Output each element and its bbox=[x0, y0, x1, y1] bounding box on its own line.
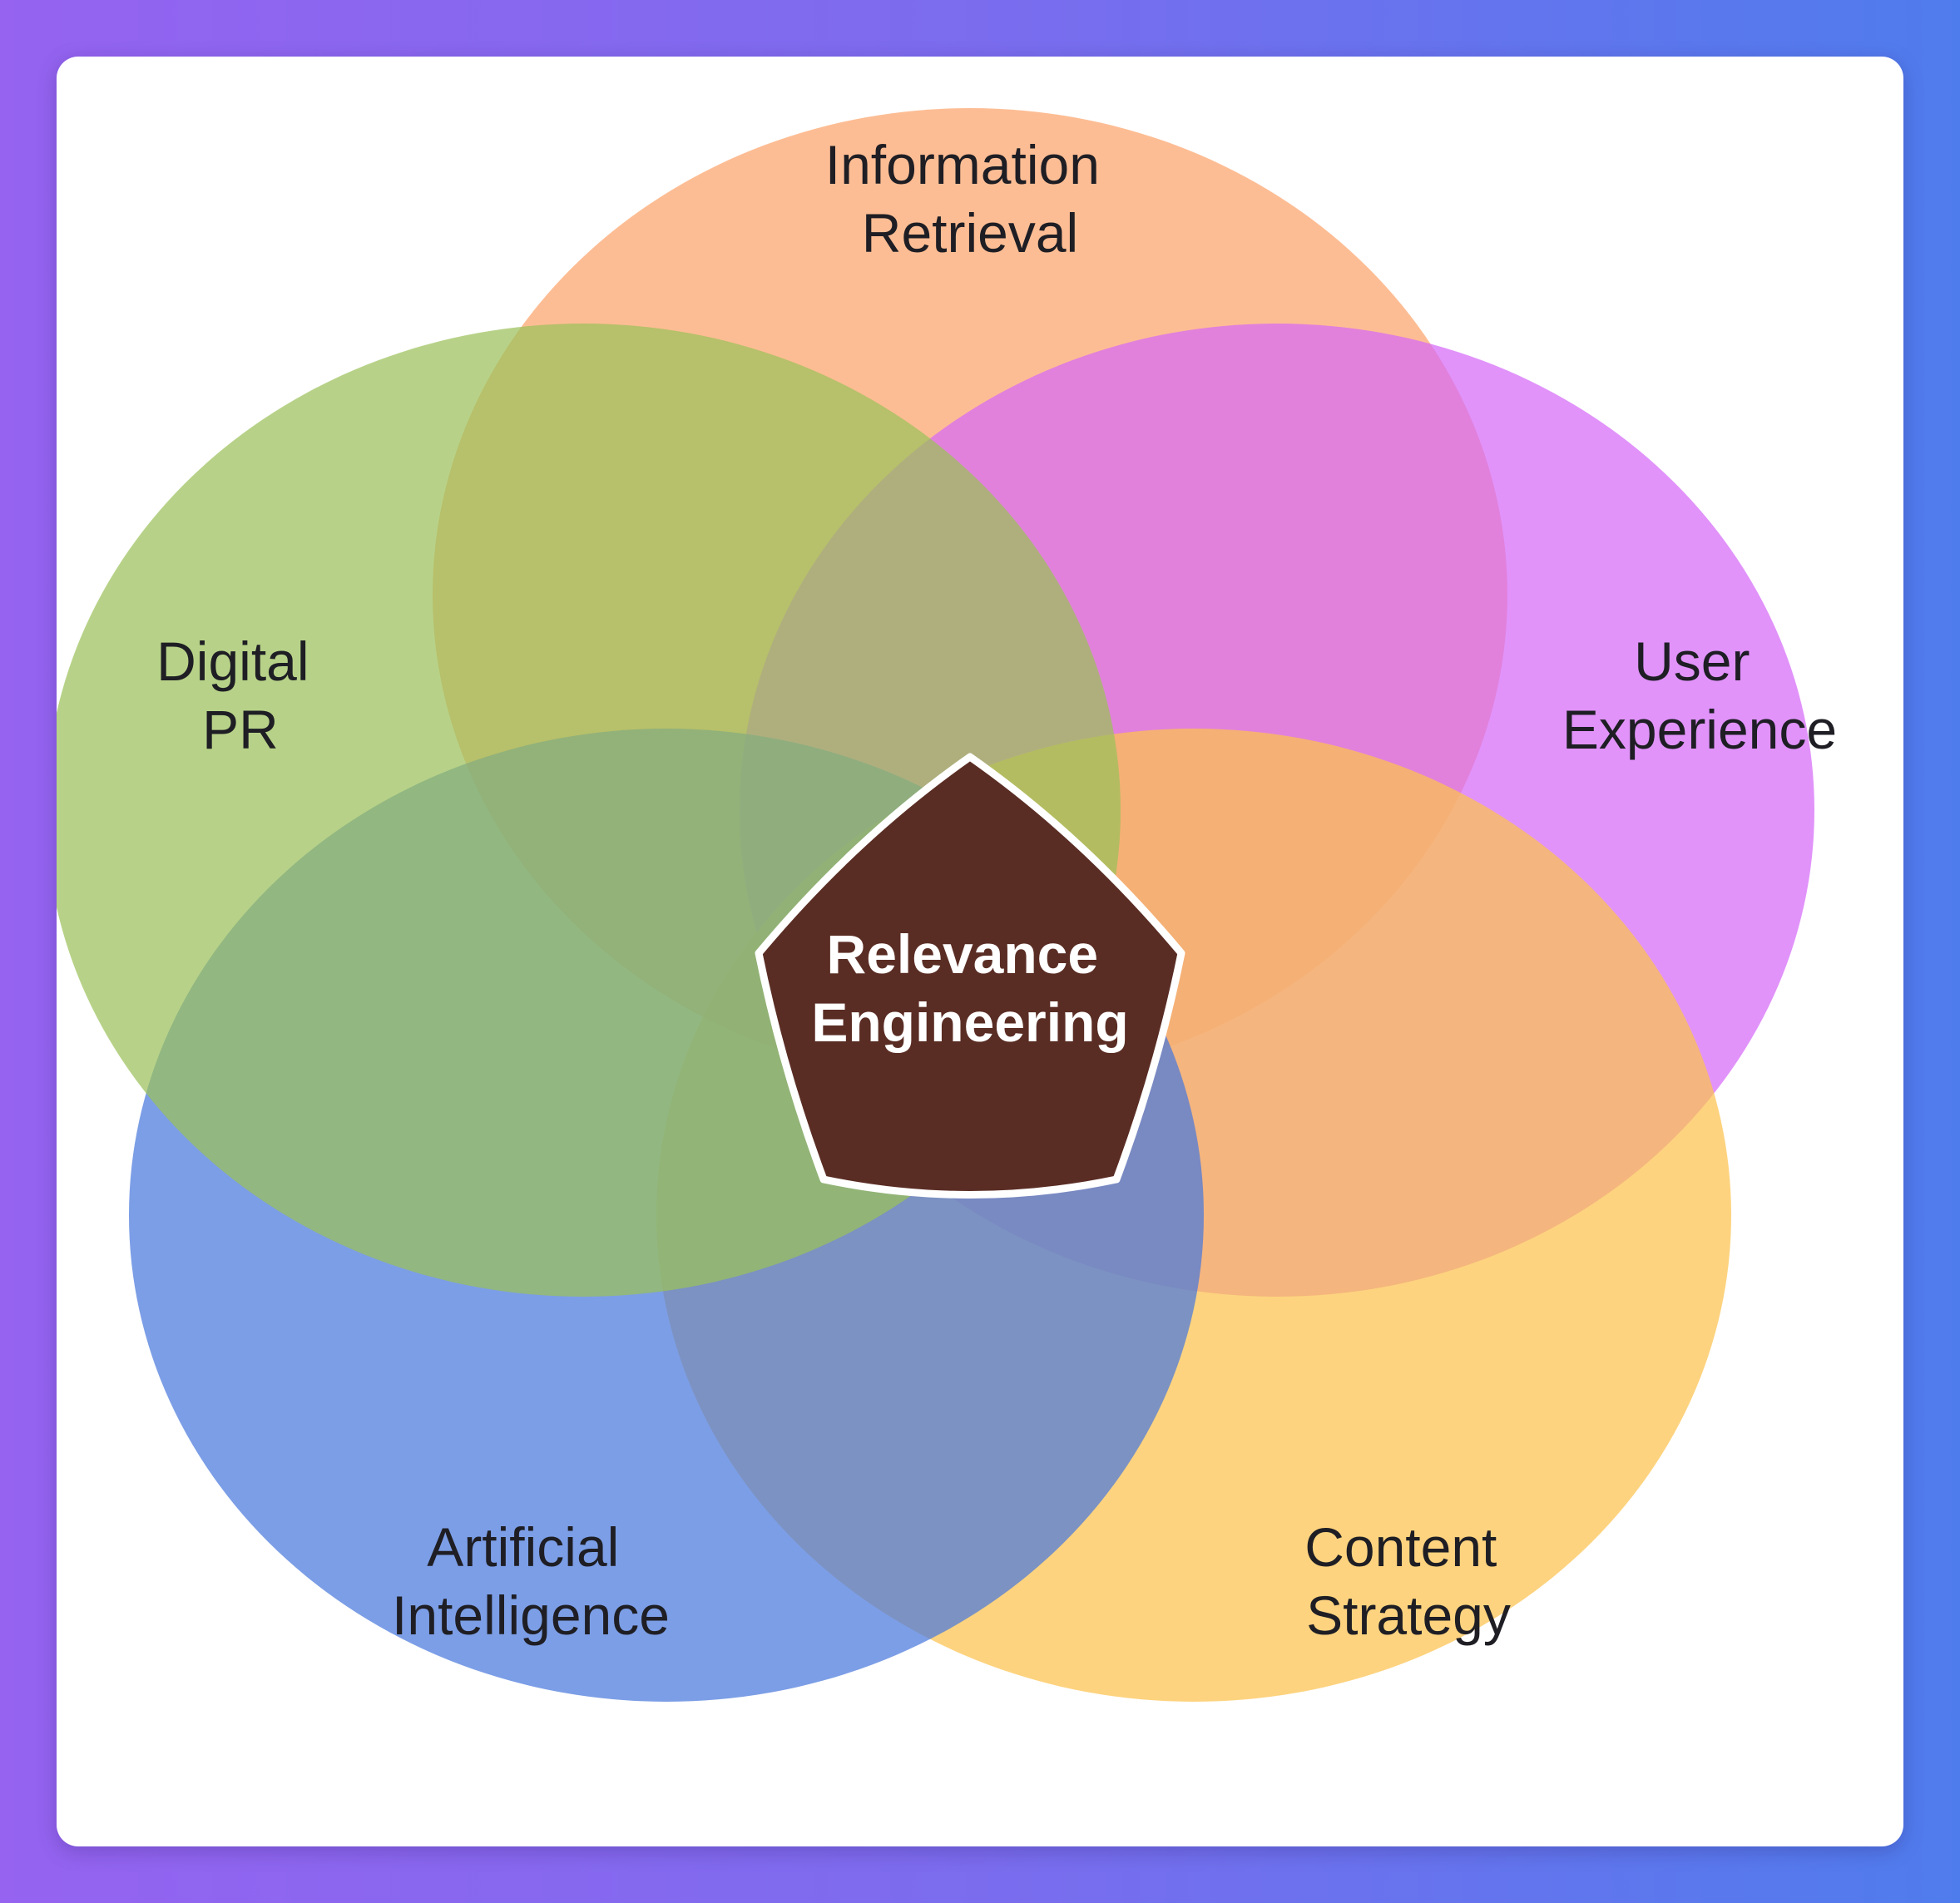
center-pentagon bbox=[755, 753, 1185, 1199]
label-line: Intelligence bbox=[392, 1584, 670, 1646]
label-line: Strategy bbox=[1306, 1584, 1511, 1646]
label-line: Information bbox=[825, 134, 1100, 195]
label-artificial-intelligence: Artificial Intelligence bbox=[392, 1516, 670, 1646]
label-line: PR bbox=[202, 699, 279, 760]
label-digital-pr: Digital PR bbox=[156, 630, 324, 760]
label-line: Content bbox=[1304, 1516, 1497, 1578]
venn-circles bbox=[57, 108, 1814, 1702]
label-line: User bbox=[1634, 630, 1750, 692]
label-content-strategy: Content Strategy bbox=[1304, 1516, 1512, 1646]
label-information-retrieval: Information Retrieval bbox=[825, 134, 1116, 264]
label-line: Artificial bbox=[427, 1516, 619, 1578]
label-line: Digital bbox=[156, 630, 309, 692]
label-line: Engineering bbox=[811, 991, 1128, 1053]
label-user-experience: User Experience bbox=[1562, 630, 1837, 760]
diagram-card: Information Retrieval User Experience Co… bbox=[57, 57, 1903, 1846]
label-relevance-engineering: Relevance Engineering bbox=[811, 923, 1128, 1053]
label-line: Experience bbox=[1562, 699, 1837, 760]
label-line: Relevance bbox=[827, 923, 1099, 985]
venn-diagram: Information Retrieval User Experience Co… bbox=[57, 108, 1837, 1702]
label-line: Retrieval bbox=[862, 202, 1078, 264]
